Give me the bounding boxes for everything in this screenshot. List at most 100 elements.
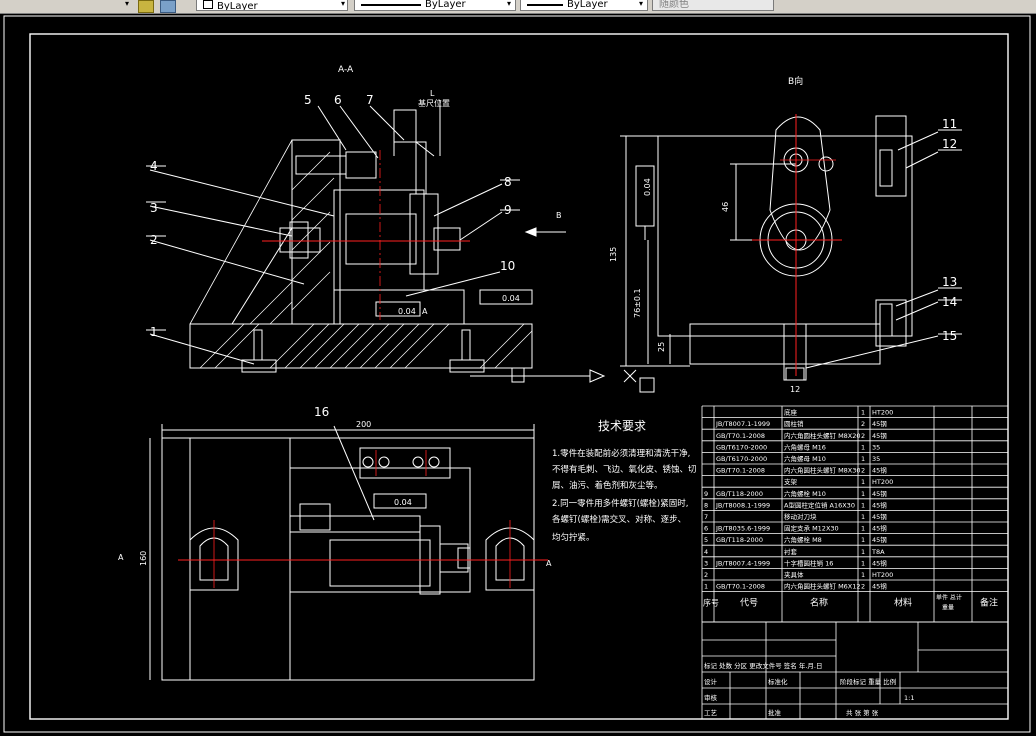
- bom-row-qty: 1: [861, 525, 865, 533]
- scale-value: 1:1: [904, 694, 914, 702]
- dim-46: 46: [721, 202, 730, 212]
- plotstyle-dropdown[interactable]: 随颜色: [652, 0, 774, 11]
- linetype-dropdown[interactable]: ByLayer: [354, 0, 516, 11]
- part-label-7: 7: [366, 93, 374, 107]
- color-value: ByLayer: [217, 1, 258, 11]
- technical-requirements: 技术要求 1.零件在装配前必须清理和清洗干净, 不得有毛刺、飞边、氧化皮、锈蚀、…: [552, 419, 697, 543]
- layer-states-icon[interactable]: [138, 0, 154, 13]
- linetype-dropdown-arrow-icon[interactable]: ▾: [506, 0, 511, 8]
- bom-row-qty: 2: [861, 583, 865, 591]
- tech-line-4: 2.同一零件用多件螺钉(螺栓)紧固时,: [552, 498, 688, 509]
- bom-row-name: 支架: [784, 477, 798, 486]
- bom-row-material: 45钢: [872, 583, 887, 591]
- bom-row-qty: 1: [861, 536, 865, 544]
- part-label-4: 4: [150, 159, 158, 173]
- bom-row-no: 6: [704, 525, 708, 533]
- inner-border: [29, 33, 1009, 720]
- bom-row-material: 45钢: [872, 501, 887, 509]
- l-label: L: [430, 89, 435, 98]
- part-label-6: 6: [334, 93, 342, 107]
- part-label-3: 3: [150, 201, 158, 215]
- color-dropdown-arrow-icon[interactable]: ▾: [340, 0, 345, 8]
- bom-row-qty: 2: [861, 432, 865, 440]
- lineweight-preview: [527, 4, 563, 6]
- bom-row-no: 4: [704, 548, 708, 556]
- lineweight-dropdown-arrow-icon[interactable]: ▾: [638, 0, 643, 8]
- dim-200: 200: [356, 420, 371, 429]
- properties-toolbar: ▾ ByLayer ▾ ByLayer ▾ ByLayer ▾ 随颜色: [0, 0, 1036, 14]
- color-dropdown[interactable]: ByLayer: [196, 0, 348, 11]
- part-label-15: 15: [942, 329, 957, 343]
- ruler-position-label: 基尺位置: [418, 98, 450, 108]
- bom-row-no: 8: [704, 501, 708, 509]
- bom-row-code: GB/T70.1-2008: [716, 432, 765, 440]
- layer-stack-icon[interactable]: [160, 0, 176, 13]
- bom-row-no: 5: [704, 536, 708, 544]
- bom-row-name: 内六角圆柱头螺钉 M6X12: [784, 582, 861, 591]
- tech-line-6: 均匀拧紧。: [552, 532, 595, 543]
- part-number-labels-a: 5 6 7 4 3 2 1 8 9 10: [150, 93, 515, 339]
- b-view-title: B向: [788, 75, 803, 87]
- check-label: 审核: [704, 693, 718, 702]
- bom-row-qty: 1: [861, 501, 865, 509]
- bom-row-qty: 1: [861, 559, 865, 567]
- lineweight-dropdown[interactable]: ByLayer: [520, 0, 648, 11]
- standard-label: 标准化: [768, 677, 788, 686]
- dim-12: 12: [790, 385, 800, 394]
- bom-row-material: 45钢: [872, 513, 887, 521]
- dim-160: 160: [139, 551, 148, 566]
- part-label-5: 5: [304, 93, 312, 107]
- tech-line-2: 不得有毛刺、飞边、氧化皮、锈蚀、切: [552, 464, 697, 475]
- bom-row-name: 移动对刀块: [784, 512, 817, 521]
- bom-row-material: HT200: [872, 571, 893, 579]
- plotstyle-value: 随颜色: [659, 0, 689, 10]
- part-label-12: 12: [942, 137, 957, 151]
- bom-row-material: 45钢: [872, 525, 887, 533]
- bom-row-name: 圆柱销: [784, 419, 804, 428]
- dropdown-arrow-icon[interactable]: ▾: [124, 0, 129, 8]
- bom-row-no: 7: [704, 513, 708, 521]
- color-swatch: [203, 0, 213, 9]
- tol-frame-3: 0.04: [643, 178, 652, 196]
- dim-76: 76±0.1: [633, 288, 642, 318]
- part-label-1: 1: [150, 325, 158, 339]
- top-view: 0.04: [149, 424, 535, 681]
- bom-header-weight: 重量: [942, 604, 954, 612]
- bom-row-name: 内六角圆柱头螺钉 M8X20: [784, 431, 861, 440]
- b-view: B向: [620, 75, 962, 393]
- part-label-16: 16: [314, 405, 329, 419]
- part-label-11: 11: [942, 117, 957, 131]
- bom-row-material: HT200: [872, 478, 893, 486]
- design-label: 设计: [704, 677, 718, 686]
- bom-row-name: 夹具体: [784, 570, 804, 579]
- bom-row-code: JB/T8007.1-1999: [715, 420, 770, 428]
- top-view-dimension-text: 200 160 A A: [118, 420, 552, 568]
- part-label-13: 13: [942, 275, 957, 289]
- bom-row-material: 45钢: [872, 490, 887, 498]
- bom-row-name: 六角螺母 M16: [784, 442, 826, 451]
- bom-row-code: GB/T118-2000: [716, 536, 763, 544]
- bom-row-no: 2: [704, 571, 708, 579]
- cad-drawing-canvas[interactable]: A-A: [0, 13, 1036, 736]
- bom-row-code: JB/T8035.6-1999: [715, 525, 770, 533]
- bom-row-name: 底座: [784, 408, 798, 417]
- bom-header-single-total: 单件 总计: [936, 594, 962, 602]
- bom-header-code: 代号: [740, 598, 758, 609]
- bom-row-name: 十字槽圆柱销 16: [784, 558, 833, 567]
- dim-25: 25: [657, 342, 666, 352]
- outer-border: [3, 15, 1031, 733]
- tol-frame-4: 0.04: [394, 498, 412, 507]
- bom-row-qty: 2: [861, 420, 865, 428]
- bom-row-code: GB/T70.1-2008: [716, 583, 765, 591]
- bom-row-code: GB/T70.1-2008: [716, 467, 765, 475]
- dim-135: 135: [609, 247, 618, 262]
- bom-row-qty: 1: [861, 443, 865, 451]
- tech-title: 技术要求: [598, 419, 646, 433]
- b-arrow-label: B: [556, 211, 562, 220]
- bom-row-no: 3: [704, 559, 708, 567]
- bom-header-remark: 备注: [980, 597, 998, 609]
- bom-row-material: 45钢: [872, 432, 887, 440]
- tech-line-3: 屑、油污、着色剂和灰尘等。: [552, 480, 663, 491]
- a-section-label-right: A: [546, 559, 552, 568]
